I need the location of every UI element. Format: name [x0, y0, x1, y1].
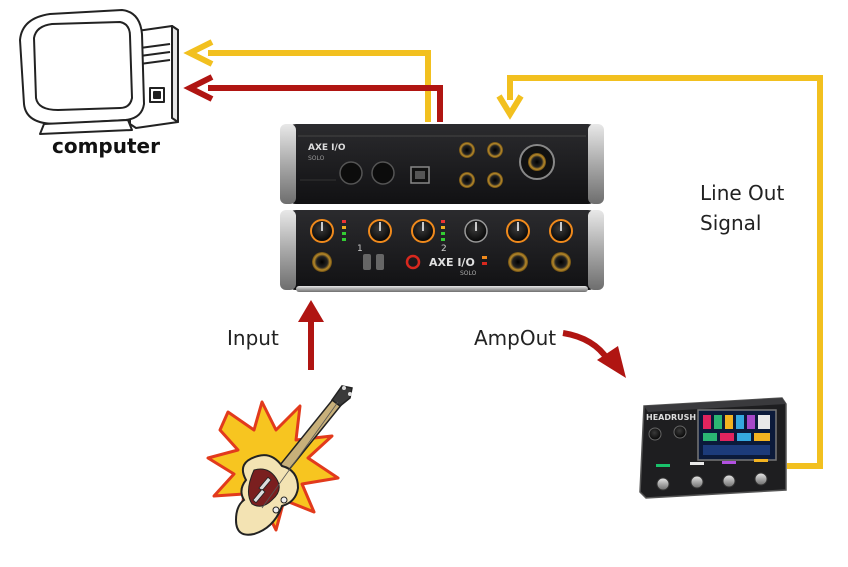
interface-brand: AXE I/O [429, 256, 475, 269]
audio-interface-rear: AXE I/O SOLO [280, 124, 604, 204]
level-knob-4 [464, 219, 488, 243]
gain-knob-3 [411, 219, 435, 243]
amp-out-arrow [562, 330, 626, 378]
channel-1-label: 1 [357, 244, 363, 254]
level-meter-2 [441, 220, 445, 241]
electric-guitar-icon [206, 385, 353, 536]
audio-interface-front: 1 2 AXE I/O SOLO [280, 210, 604, 292]
red-arrow-to-computer [208, 85, 443, 122]
line-out-arrow [496, 75, 823, 469]
level-knob-5 [506, 219, 530, 243]
input-arrow [298, 300, 324, 370]
computer-keyboard [39, 119, 133, 135]
gain-knob-2 [368, 219, 392, 243]
level-knob-6 [549, 219, 573, 243]
level-meter-1 [342, 220, 346, 241]
line-out-label-line-1: Line Out [700, 181, 785, 205]
yellow-arrow-to-computer [208, 50, 431, 122]
input-label: Input [227, 326, 279, 350]
computer-icon [19, 9, 179, 135]
amp-out-jack [508, 252, 528, 272]
headrush-pedal: HEADRUSH [639, 397, 787, 499]
channel-2-label: 2 [441, 244, 447, 254]
line-out-label-line-2: Signal [700, 211, 762, 235]
svg-text:AXE I/O: AXE I/O [308, 143, 346, 153]
headphone-jack [551, 252, 571, 272]
usb-signal-arrows [183, 39, 443, 122]
pedal-brand: HEADRUSH [646, 413, 696, 422]
amp-out-label: AmpOut [474, 326, 557, 350]
line-out-signal-label: Line Out Signal [700, 178, 820, 238]
svg-text:SOLO: SOLO [308, 155, 325, 162]
gain-knob-1 [310, 219, 334, 243]
instrument-input-jack [312, 252, 332, 272]
pedal-touchscreen [697, 409, 777, 461]
computer-label: computer [52, 134, 160, 158]
tuner-icon [405, 254, 421, 270]
interface-model: SOLO [460, 270, 477, 277]
